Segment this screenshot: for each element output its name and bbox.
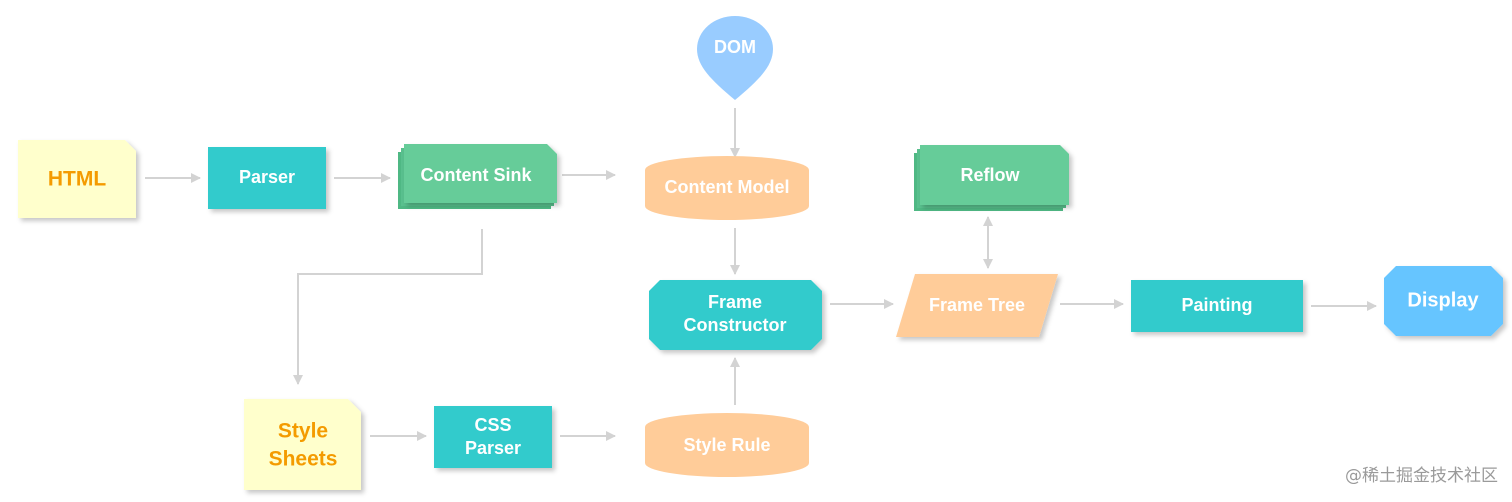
node-css-parser: CSS Parser [434,406,552,468]
node-frame-constructor: Frame Constructor [649,280,822,350]
node-painting: Painting [1131,280,1303,332]
style-rule-label: Style Rule [683,435,770,455]
frame-constructor-octagon [649,280,822,350]
node-parser: Parser [208,147,326,209]
edges [145,108,1377,441]
frame-tree-label: Frame Tree [929,295,1025,315]
node-style-rule: Style Rule [645,413,809,477]
style-rule-cylinder [645,413,809,477]
dom-label: DOM [714,37,756,57]
painting-label: Painting [1182,295,1253,315]
frame-constructor-label-line2: Constructor [684,315,787,335]
display-octagon [1384,266,1503,336]
node-reflow: Reflow [914,145,1069,211]
reflow-shape [920,145,1069,205]
node-content-model: Content Model [645,156,809,220]
watermark-text: @稀土掘金技术社区 [1345,466,1498,486]
html-label: HTML [48,168,106,191]
painting-box [1131,280,1303,332]
content-model-cylinder [645,156,809,220]
node-style-sheets: Style Sheets [244,399,361,490]
html-note-shape [18,140,136,218]
css-parser-box [434,406,552,468]
style-sheets-label-line2: Sheets [269,448,338,471]
style-sheets-label-line1: Style [278,420,328,443]
node-display: Display [1384,266,1503,336]
dom-drop-shape [697,16,773,100]
content-model-label: Content Model [665,177,790,197]
frame-tree-parallelogram [896,274,1058,337]
node-frame-tree: Frame Tree [896,274,1058,337]
edge-contentsink-stylesheets [293,229,483,385]
content-sink-label: Content Sink [421,165,533,185]
display-label: Display [1407,289,1479,311]
content-sink-shape [404,144,557,203]
node-content-sink: Content Sink [398,144,557,209]
node-dom: DOM [697,16,773,100]
css-parser-label-line2: Parser [465,438,521,458]
style-sheets-note-shape [244,399,361,490]
frame-constructor-label-line1: Frame [708,292,762,312]
reflow-label: Reflow [960,165,1020,185]
node-html: HTML [18,140,136,218]
parser-label: Parser [239,167,295,187]
css-parser-label-line1: CSS [474,415,511,435]
parser-box [208,147,326,209]
